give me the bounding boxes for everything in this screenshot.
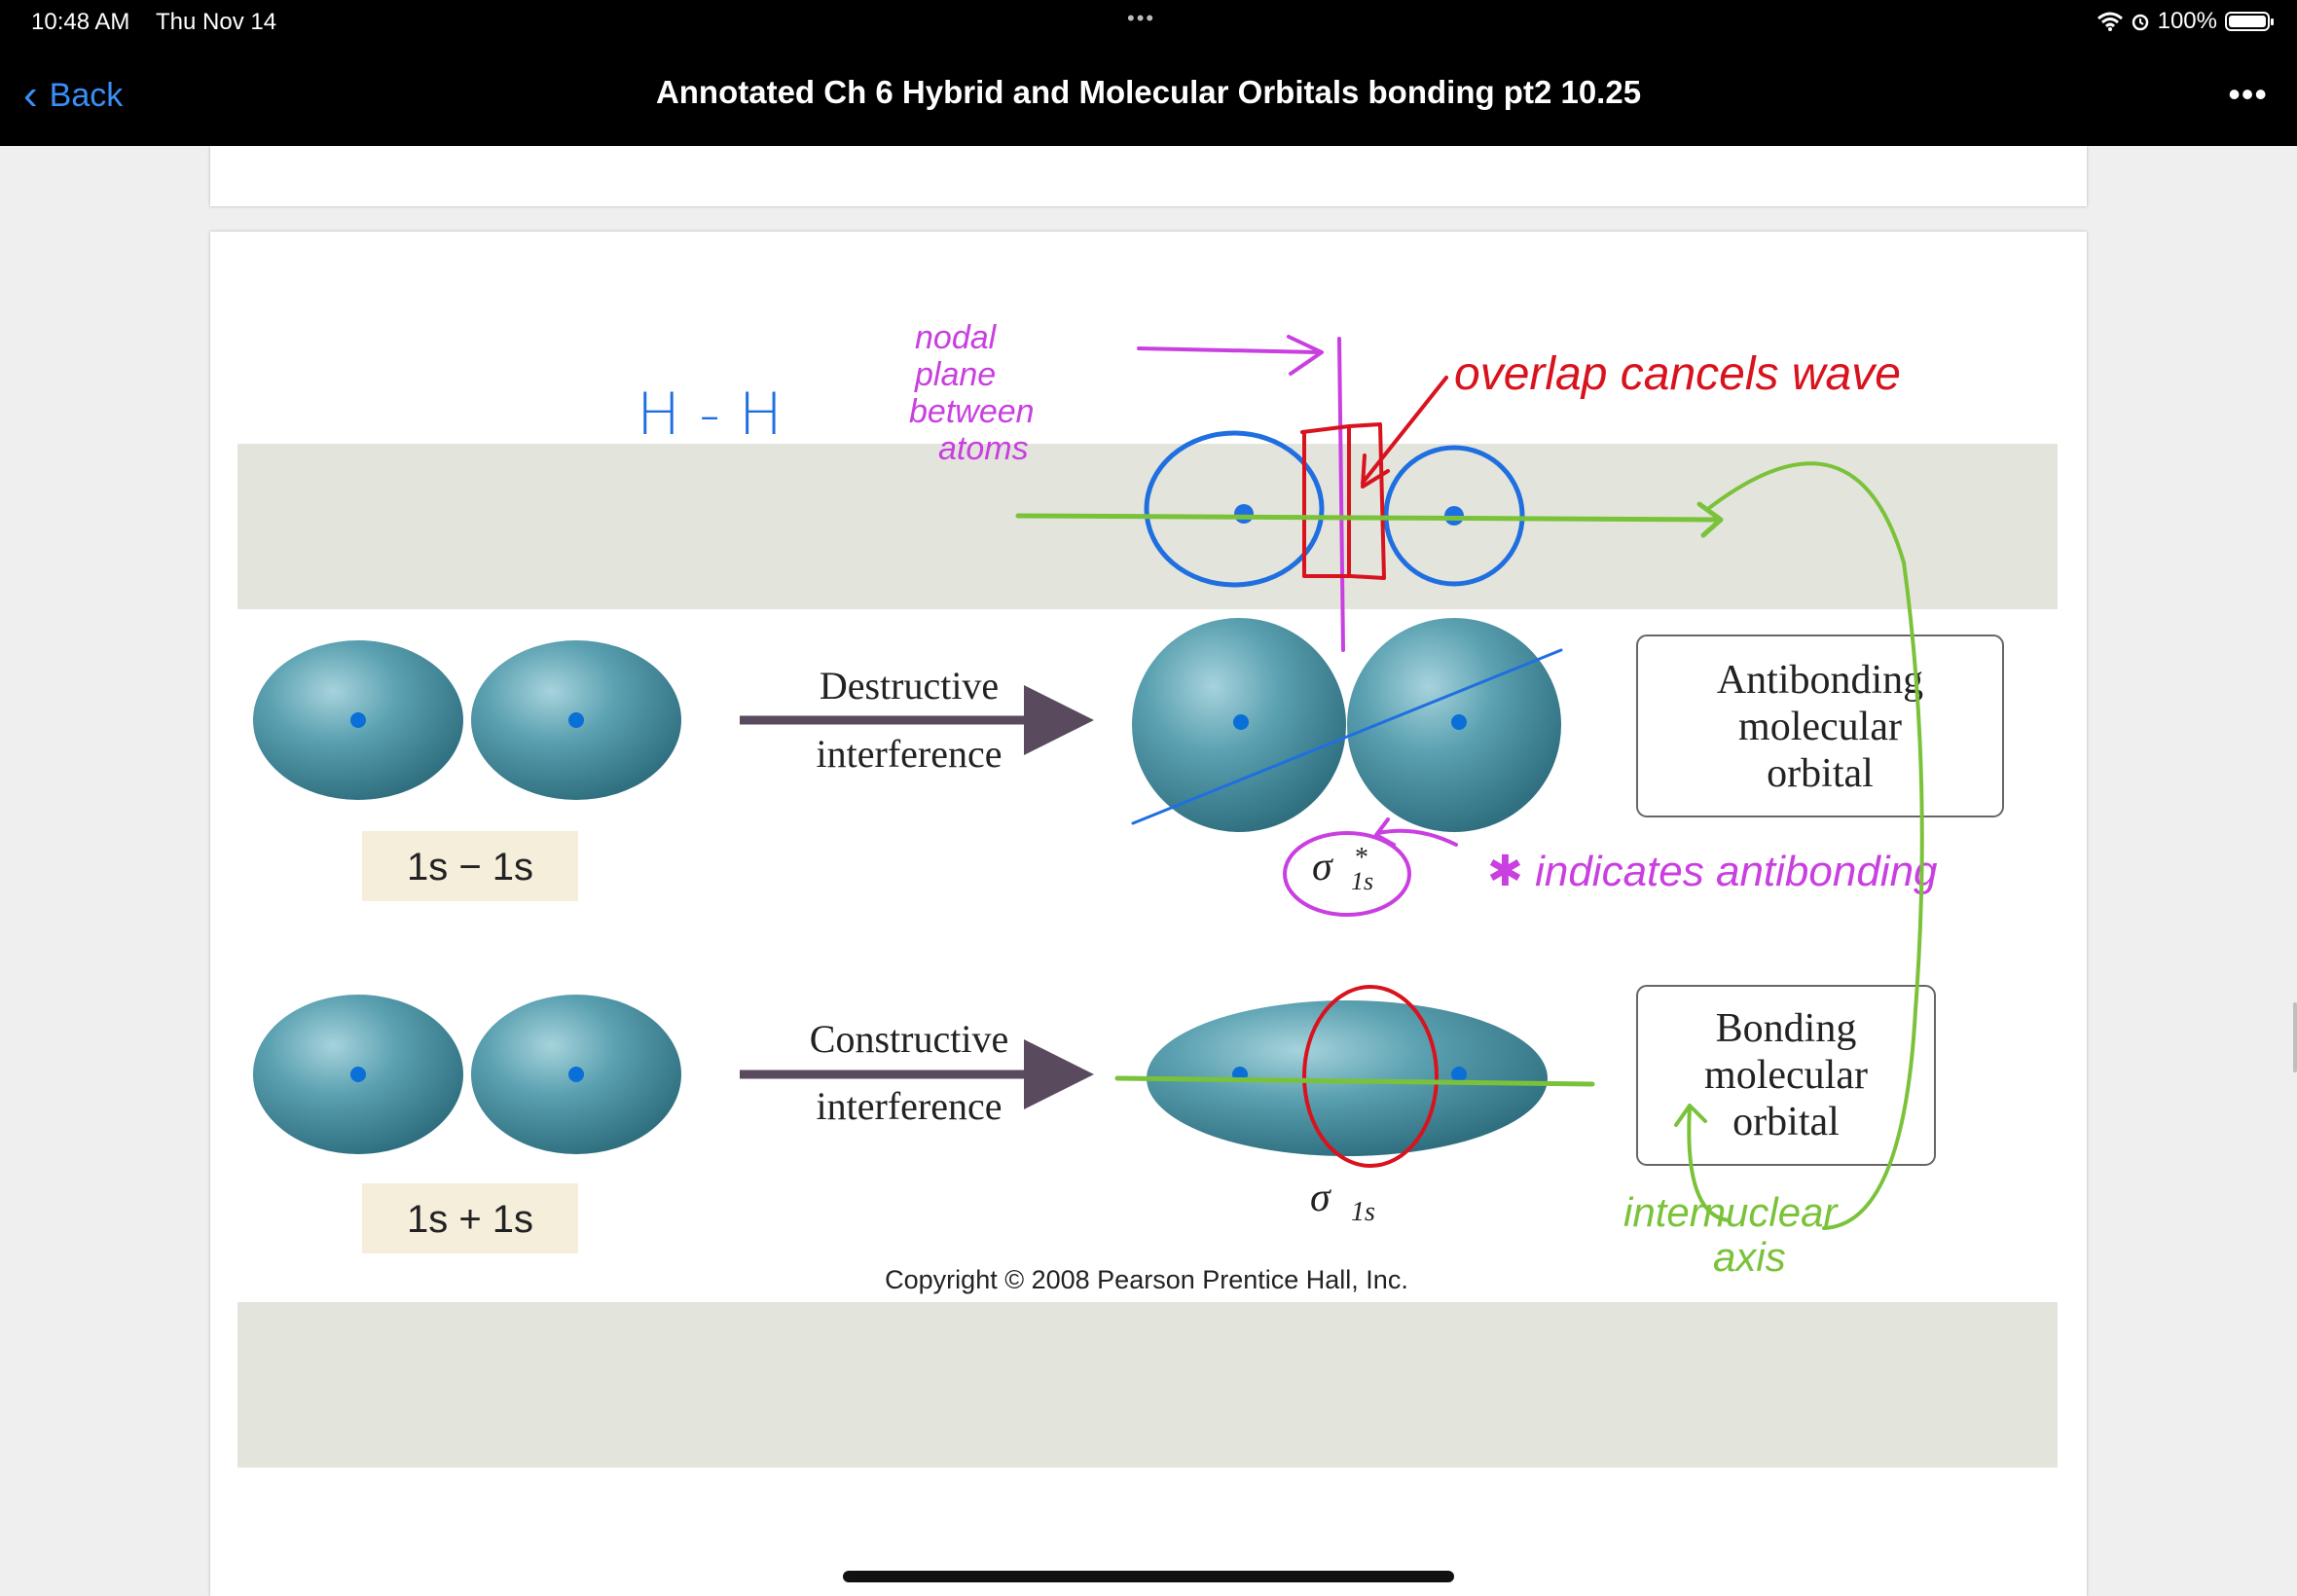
document-page[interactable]: Destructive interference 1s − 1s Antibon… — [210, 232, 2087, 1596]
annotation-green-axis-top — [1015, 501, 1724, 538]
plus-label: 1s + 1s — [407, 1198, 533, 1241]
annotation-nodal-2: plane — [914, 356, 996, 393]
chevron-left-icon: ‹ — [23, 71, 38, 119]
orbital-bonding — [1147, 1000, 1548, 1156]
annotations: H - H nodal plane between atoms ✱ indica… — [637, 319, 1938, 1280]
nucleus — [1451, 1067, 1467, 1082]
destructive-label-1: Destructive — [820, 664, 999, 707]
annotation-sketch-orbital-left — [1144, 430, 1325, 588]
constructive-label-2: interference — [817, 1084, 1003, 1128]
annotation-sigma-circle — [1283, 831, 1411, 917]
nucleus — [568, 712, 584, 728]
annotation-blue-line — [1131, 648, 1563, 825]
nucleus — [568, 1067, 584, 1082]
nucleus — [350, 1067, 366, 1082]
annotation-star-note: ✱ indicates antibonding — [1487, 848, 1938, 895]
antibonding-label-3: orbital — [1767, 751, 1874, 796]
copyright-text: Copyright © 2008 Pearson Prentice Hall, … — [885, 1265, 1408, 1294]
annotation-bonding-circle — [1302, 985, 1439, 1168]
sigma-sub: 1s — [1351, 1197, 1375, 1227]
nucleus — [350, 712, 366, 728]
annotation-sketch-nucleus — [1234, 504, 1254, 524]
antibonding-label-1: Antibonding — [1717, 658, 1923, 703]
annotation-overlap-box — [1300, 422, 1386, 580]
previous-page[interactable] — [210, 146, 2087, 206]
slide-canvas: Destructive interference 1s − 1s Antibon… — [237, 319, 2058, 1468]
bottom-band — [237, 1302, 2058, 1468]
scrollbar[interactable] — [2293, 1002, 2297, 1072]
sigma-star-sup: * — [1355, 843, 1368, 873]
sigma-star-symbol: σ — [1312, 845, 1334, 889]
minus-label-box — [362, 831, 578, 901]
bonding-label-1: Bonding — [1716, 1006, 1857, 1051]
annotation-nodal-1: nodal — [915, 319, 998, 356]
alarm-icon — [2132, 14, 2148, 31]
antibonding-label-2: molecular — [1738, 705, 1902, 749]
bonding-row: Constructive interference 1s + 1s Bondin… — [253, 985, 1936, 1253]
sigma-star-sub: 1s — [1351, 867, 1373, 895]
annotation-nodal-4: atoms — [938, 430, 1029, 467]
nucleus — [1233, 714, 1249, 730]
annotation-green-curve — [1707, 461, 1924, 1230]
back-label: Back — [49, 76, 124, 114]
status-right: 100% — [2096, 8, 2274, 35]
sigma-symbol: σ — [1310, 1176, 1332, 1220]
annotation-nodal-arrow — [1137, 335, 1324, 376]
annotation-nodal-plane — [1337, 337, 1345, 652]
annotation-nodal-3: between — [909, 393, 1035, 430]
minus-label: 1s − 1s — [407, 846, 533, 889]
nucleus — [1451, 714, 1467, 730]
back-button[interactable]: ‹ Back — [23, 72, 123, 119]
destructive-label-2: interference — [817, 732, 1003, 776]
annotation-overlap-pointer — [1361, 376, 1448, 489]
antibonding-box — [1636, 635, 2004, 817]
constructive-label-1: Constructive — [810, 1017, 1008, 1061]
bonding-label-3: orbital — [1732, 1100, 1840, 1144]
battery-icon — [2225, 12, 2274, 31]
multitasking-dots-icon[interactable]: ••• — [1127, 6, 1156, 30]
more-options-icon[interactable]: ••• — [2228, 74, 2268, 114]
annotation-green-pointer — [1674, 1104, 1731, 1222]
document-title: Annotated Ch 6 Hybrid and Molecular Orbi… — [655, 74, 1642, 110]
annotation-star-arrow — [1374, 817, 1458, 847]
bonding-label-2: molecular — [1704, 1053, 1868, 1098]
navigation-bar: ‹ Back Annotated Ch 6 Hybrid and Molecul… — [0, 45, 2297, 146]
plus-label-box — [362, 1183, 578, 1253]
antibonding-row: Destructive interference 1s − 1s Antibon… — [253, 618, 2004, 901]
wifi-icon — [2096, 12, 2123, 31]
annotation-green-axis-bottom — [1114, 1075, 1595, 1087]
battery-percent: 100% — [2157, 8, 2217, 34]
bonding-box — [1636, 985, 1936, 1166]
annotation-overlap: overlap cancels wave — [1454, 348, 1901, 400]
status-bar: 10:48 AM Thu Nov 14 ••• 100% — [0, 0, 2297, 45]
annotation-internuclear-1: internuclear — [1623, 1189, 1839, 1235]
status-date: Thu Nov 14 — [156, 9, 277, 35]
status-time: 10:48 AM — [31, 9, 130, 35]
annotation-internuclear-2: axis — [1713, 1234, 1786, 1280]
annotation-h-h: H - H — [637, 381, 783, 449]
home-indicator[interactable] — [843, 1571, 1454, 1582]
